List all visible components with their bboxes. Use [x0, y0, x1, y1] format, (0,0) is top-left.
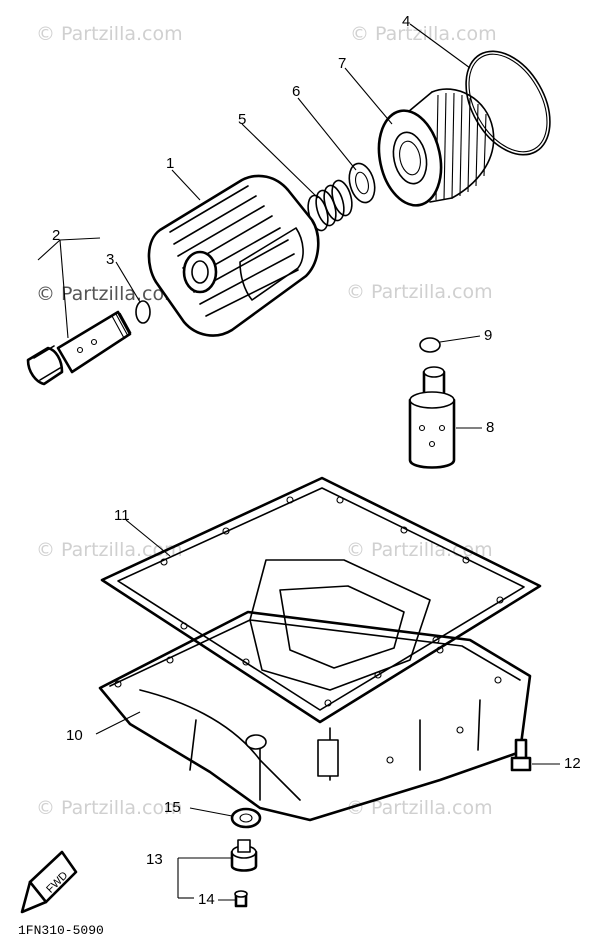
- callout-10: 10: [66, 727, 83, 744]
- watermark-layer: © Partzilla.com © Partzilla.com © Partzi…: [36, 23, 497, 819]
- part-oil-filter-element: [377, 88, 495, 207]
- callout-1: 1: [166, 155, 174, 172]
- callout-4: 4: [402, 13, 410, 30]
- forward-arrow: FWD: [20, 850, 78, 914]
- callout-9: 9: [484, 327, 492, 344]
- callout-labels: 1 2 3 4 5 6 7 8 9 10 11 12 13 14 15: [52, 13, 581, 908]
- part-oil-pipe: [408, 366, 456, 469]
- callout-2: 2: [52, 227, 60, 244]
- part-washer: [348, 162, 376, 204]
- part-oil-pan-gasket: [100, 476, 542, 724]
- part-drain-gasket: [230, 807, 262, 829]
- callout-13: 13: [146, 851, 163, 868]
- part-o-ring-large: [465, 50, 551, 156]
- part-o-ring-small: [135, 300, 151, 324]
- callout-5: 5: [238, 111, 246, 128]
- callout-11: 11: [114, 507, 130, 524]
- part-small-bolt: [234, 890, 248, 908]
- callout-14: 14: [198, 891, 215, 908]
- part-oil-pan: [98, 559, 532, 822]
- watermark: © Partzilla.com: [36, 539, 183, 561]
- callout-3: 3: [106, 251, 114, 268]
- watermark: © Partzilla.com: [346, 539, 493, 561]
- part-o-ring-pipe: [419, 337, 441, 353]
- part-filter-cover: [147, 174, 320, 337]
- watermark: © Partzilla.com: [346, 797, 493, 819]
- watermark: © Partzilla.com: [36, 797, 183, 819]
- watermark: © Partzilla.com: [346, 281, 493, 303]
- watermark: © Partzilla.com: [36, 283, 183, 305]
- callout-7: 7: [338, 55, 346, 72]
- leader-lines: [37, 23, 560, 901]
- callout-6: 6: [292, 83, 300, 100]
- callout-8: 8: [486, 419, 494, 436]
- callout-15: 15: [164, 799, 181, 816]
- document-id: 1FN310-5090: [18, 923, 104, 938]
- part-drain-plug: [230, 839, 258, 872]
- part-spring: [307, 179, 353, 232]
- part-pan-bolt: [510, 738, 532, 772]
- watermark: © Partzilla.com: [36, 23, 183, 45]
- callout-12: 12: [564, 755, 581, 772]
- part-union-bolt: [26, 310, 132, 386]
